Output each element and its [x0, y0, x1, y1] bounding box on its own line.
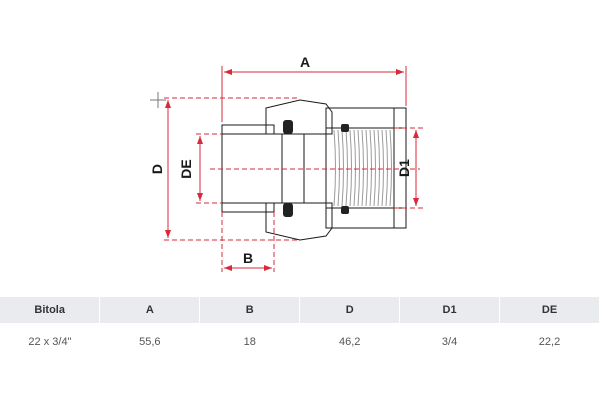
dimension-de-label: DE — [178, 159, 194, 178]
thread-ridge — [377, 129, 380, 207]
col-header: B — [199, 297, 301, 323]
table-cell: 46,2 — [338, 336, 361, 348]
dimension-b-label: B — [243, 250, 253, 266]
thread-ridge — [361, 129, 364, 207]
thread-ridge — [345, 129, 348, 207]
table-cell: 3/4 — [441, 336, 458, 348]
table-header-row: Bitola A B D D1 DE — [0, 297, 600, 323]
dimension-d1: D1 — [394, 127, 424, 209]
thread-ridge — [341, 129, 344, 207]
o-ring-seals — [283, 120, 349, 217]
thread-ridge — [389, 129, 392, 207]
thread-ridge — [373, 129, 376, 207]
table-cell: 18 — [243, 336, 256, 348]
col-header: D — [299, 297, 401, 323]
col-header: D1 — [399, 297, 501, 323]
col-header: A — [99, 297, 201, 323]
thread-ridge — [385, 129, 388, 207]
dimension-b: B — [221, 212, 275, 272]
thread-ridge — [353, 129, 356, 207]
fitting-body — [221, 99, 407, 241]
spec-table: Bitola A B D D1 DE 22 x 3/4" 55,6 18 46,… — [0, 297, 600, 361]
thread-ridge — [365, 129, 368, 207]
dimension-a-label: A — [300, 54, 310, 70]
thread-ridge — [349, 129, 352, 207]
table-row: 22 x 3/4" 55,6 18 46,2 3/4 22,2 — [0, 323, 600, 361]
inner-bore — [221, 127, 395, 209]
thread-ridge — [337, 129, 340, 207]
thread-ridge — [369, 129, 372, 207]
thread-ridge — [333, 129, 336, 207]
dimension-d-label: D — [149, 164, 165, 174]
table-cell: 22 x 3/4" — [28, 336, 72, 348]
table-cell: 22,2 — [538, 336, 561, 348]
fitting-technical-drawing: A B D DE D1 — [149, 54, 424, 272]
internal-thread — [333, 129, 392, 207]
dimension-a: A — [221, 54, 407, 122]
dimension-d: D — [149, 97, 300, 241]
crosshair-marker — [150, 92, 166, 108]
table-cell: 55,6 — [139, 336, 161, 348]
col-header: DE — [499, 297, 600, 323]
col-header: Bitola — [0, 297, 101, 323]
thread-ridge — [357, 129, 360, 207]
dimension-d1-label: D1 — [396, 159, 412, 177]
dimension-de: DE — [178, 133, 222, 204]
thread-ridge — [381, 129, 384, 207]
